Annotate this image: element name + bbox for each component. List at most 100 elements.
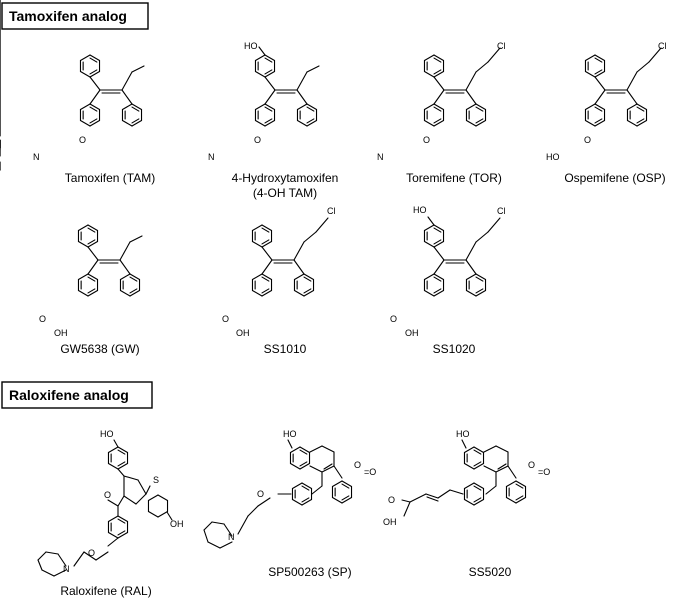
bond: [465, 119, 477, 127]
bond: [264, 57, 273, 63]
bond: [465, 89, 477, 105]
section-header-raloxifene: Raloxifene analog: [1, 381, 153, 409]
bond: [425, 493, 439, 499]
bond: [293, 273, 305, 281]
atom-n: N: [63, 564, 70, 574]
bond: [321, 465, 335, 473]
bond: [257, 497, 271, 507]
atom-o: O: [104, 490, 111, 500]
bond: [261, 259, 273, 275]
bond: [261, 288, 270, 294]
bond: [301, 498, 313, 506]
bond: [433, 57, 442, 63]
bond: [594, 89, 606, 105]
bond: [89, 119, 101, 127]
bond: [129, 288, 138, 294]
bond: [264, 70, 276, 78]
bond: [594, 76, 606, 91]
bond: [636, 118, 645, 124]
bond: [497, 463, 507, 470]
bond: [473, 449, 482, 455]
bond: [475, 106, 484, 112]
bond: [79, 54, 91, 62]
bond: [107, 462, 119, 470]
atom-eq-o: =O: [538, 467, 550, 477]
bond: [57, 553, 67, 567]
structure-ss1020: [0, 169, 501, 297]
bond: [433, 118, 442, 124]
bond: [117, 530, 126, 536]
bond: [333, 465, 343, 479]
bond: [296, 71, 308, 91]
bond: [237, 515, 249, 535]
bond: [289, 462, 301, 470]
bond: [89, 89, 101, 105]
bond: [449, 489, 464, 495]
structure-ospemifene: [0, 0, 662, 151]
bond: [129, 276, 138, 282]
structure-gw5638: [0, 169, 143, 297]
atom-o: O: [222, 314, 229, 324]
bond: [331, 480, 343, 488]
bond: [463, 482, 475, 490]
bond: [487, 47, 501, 63]
bond: [303, 276, 312, 282]
bond: [121, 103, 133, 111]
bond: [473, 461, 482, 467]
atom-o: O: [79, 135, 86, 145]
bond: [433, 224, 445, 232]
bond: [301, 485, 310, 491]
bond: [473, 485, 482, 491]
bond: [293, 241, 305, 261]
bond: [264, 118, 273, 124]
bond: [465, 241, 477, 261]
bond: [87, 276, 96, 282]
bond: [117, 495, 125, 507]
bond: [341, 480, 353, 488]
atom-n: N: [377, 152, 384, 162]
bond: [433, 239, 442, 245]
bond: [89, 76, 101, 91]
bond: [515, 496, 527, 504]
bond: [299, 461, 308, 467]
bond: [131, 118, 140, 124]
bond: [89, 118, 98, 124]
bond: [37, 559, 43, 571]
bond: [289, 446, 301, 454]
bond: [423, 273, 435, 281]
bond: [475, 276, 484, 282]
bond: [129, 273, 141, 281]
bond: [145, 485, 151, 495]
bond: [403, 501, 411, 517]
bond: [437, 489, 451, 499]
atom-oh: OH: [54, 328, 68, 338]
bond: [113, 439, 119, 448]
bond: [89, 54, 101, 62]
bond: [251, 273, 263, 281]
atom-oh: OH: [170, 519, 184, 529]
bond: [401, 499, 411, 503]
bond: [433, 259, 445, 275]
bond: [87, 246, 99, 261]
bond: [89, 70, 101, 78]
bond: [584, 119, 596, 127]
bond: [463, 498, 475, 506]
atom-o: O: [39, 314, 46, 324]
bond: [311, 485, 323, 495]
structure-tamoxifen: [0, 0, 145, 171]
bond: [594, 54, 606, 62]
bond: [223, 523, 233, 537]
atom-n: N: [208, 152, 215, 162]
caption-toremifene: Toremifene (TOR): [406, 171, 502, 185]
bond: [409, 493, 427, 503]
bond: [261, 246, 273, 261]
bond: [258, 46, 266, 56]
atom-cl: Cl: [497, 206, 506, 216]
structure-body: [0, 169, 143, 297]
bond: [117, 449, 126, 455]
bond: [423, 224, 435, 232]
bond: [299, 446, 311, 454]
bond: [475, 273, 487, 281]
